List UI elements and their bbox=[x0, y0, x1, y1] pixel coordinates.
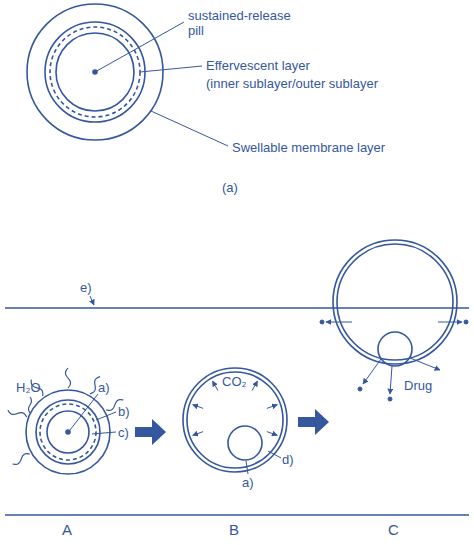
part-label: Swellable membrane layer bbox=[232, 140, 385, 155]
leader-line bbox=[95, 22, 184, 72]
center-dot bbox=[66, 430, 70, 434]
drug-label: Drug bbox=[404, 378, 432, 393]
callout-letter: e) bbox=[80, 280, 92, 295]
floating-membrane bbox=[333, 240, 457, 364]
water-label: H₂O bbox=[16, 380, 41, 395]
leader-line bbox=[96, 412, 116, 420]
pill bbox=[378, 332, 412, 366]
leader-line bbox=[246, 461, 248, 474]
pill bbox=[47, 411, 89, 453]
stage-arrow bbox=[135, 419, 166, 445]
floating-membrane-inner bbox=[337, 244, 453, 360]
swollen-membrane-inner bbox=[187, 372, 283, 468]
gas-label: CO₂ bbox=[222, 374, 247, 389]
callout-letter: d) bbox=[282, 452, 294, 467]
leader-line bbox=[90, 296, 94, 305]
drug-arrows bbox=[320, 320, 468, 401]
stage-arrow bbox=[298, 409, 329, 435]
part-label: sustained-release pill bbox=[188, 8, 306, 38]
callout-letter: c) bbox=[118, 425, 129, 440]
leader-line bbox=[151, 111, 228, 146]
effervescent-inner bbox=[40, 404, 96, 460]
part-label: (inner sublayer/outer sublayer bbox=[206, 76, 378, 91]
callout-letter: a) bbox=[98, 380, 110, 395]
swollen-membrane bbox=[183, 368, 287, 472]
callout-letter: b) bbox=[118, 404, 130, 419]
part-label: Effervescent layer bbox=[206, 58, 310, 73]
pill bbox=[228, 426, 262, 460]
fluid-surface bbox=[5, 307, 469, 309]
effervescent-outer bbox=[36, 400, 100, 464]
leader-line bbox=[70, 394, 98, 430]
stage-letter: B bbox=[229, 522, 239, 537]
gas-arrows bbox=[193, 381, 278, 435]
callout-letter: a) bbox=[242, 475, 254, 490]
leader-line bbox=[92, 432, 116, 434]
water-waves bbox=[8, 368, 124, 464]
figure-label: (a) bbox=[222, 180, 238, 195]
leader-line bbox=[268, 451, 281, 458]
swellable-membrane bbox=[26, 390, 110, 474]
stage-letter: C bbox=[388, 522, 399, 537]
bottom-line bbox=[5, 514, 469, 516]
leader-line bbox=[140, 66, 202, 72]
stage-letter: A bbox=[62, 522, 72, 537]
